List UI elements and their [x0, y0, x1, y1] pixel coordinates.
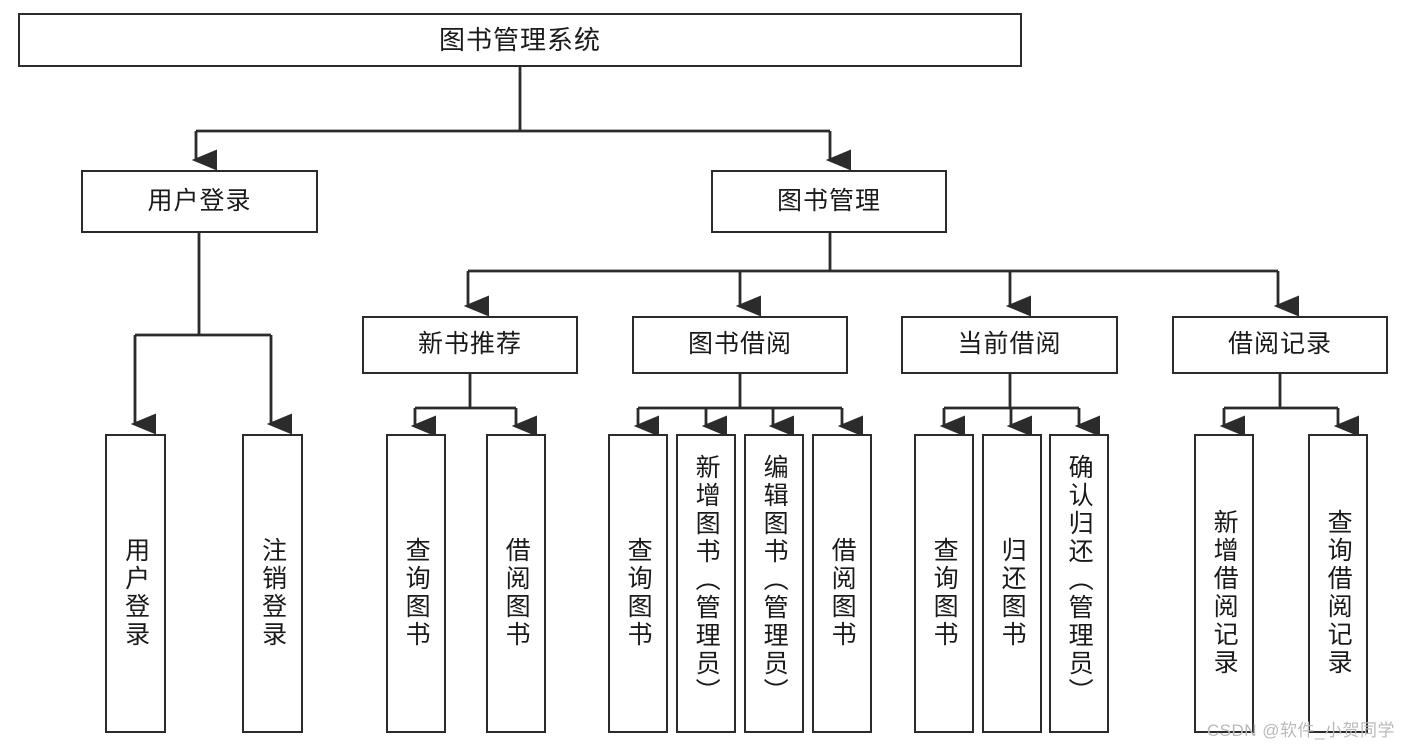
leaf-borrow-edit-book-admin[interactable]: 编辑图书（管理员）	[744, 434, 804, 733]
node-label: 查询借阅记录	[1324, 508, 1353, 677]
node-label: 当前借阅	[957, 330, 1062, 359]
node-book-borrow[interactable]: 图书借阅	[632, 316, 848, 374]
node-user-login[interactable]: 用户登录	[81, 170, 318, 233]
leaf-current-query-book[interactable]: 查询图书	[914, 434, 974, 733]
watermark-text: CSDN @软件_小贺同学	[1206, 721, 1395, 740]
node-label: 确认归还（管理员）	[1065, 454, 1094, 706]
node-borrow-record[interactable]: 借阅记录	[1172, 316, 1388, 374]
leaf-user-login-login[interactable]: 用户登录	[105, 434, 166, 733]
leaf-new-book-borrow[interactable]: 借阅图书	[486, 434, 546, 733]
node-new-book-recommend[interactable]: 新书推荐	[362, 316, 578, 374]
node-label: 查询图书	[402, 536, 431, 649]
leaf-borrow-add-book-admin[interactable]: 新增图书（管理员）	[676, 434, 736, 733]
node-label: 图书借阅	[687, 330, 792, 359]
node-label: 注销登录	[258, 536, 287, 649]
node-label: 图书管理	[776, 186, 881, 215]
node-label: 借阅记录	[1227, 330, 1332, 359]
node-label: 新书推荐	[417, 330, 522, 359]
leaf-new-book-query[interactable]: 查询图书	[386, 434, 446, 733]
node-label: 新增图书（管理员）	[692, 454, 721, 706]
node-label: 用户登录	[147, 186, 252, 215]
node-label: 借阅图书	[502, 536, 531, 649]
node-label: 用户登录	[121, 536, 150, 649]
leaf-record-add-record[interactable]: 新增借阅记录	[1194, 434, 1254, 733]
leaf-current-confirm-return-admin[interactable]: 确认归还（管理员）	[1049, 434, 1109, 733]
node-label: 查询图书	[930, 536, 959, 649]
node-root-system[interactable]: 图书管理系统	[18, 13, 1022, 67]
node-label: 新增借阅记录	[1210, 508, 1239, 677]
leaf-borrow-borrow-book[interactable]: 借阅图书	[812, 434, 872, 733]
node-current-borrow[interactable]: 当前借阅	[901, 316, 1118, 374]
leaf-current-return-book[interactable]: 归还图书	[982, 434, 1042, 733]
leaf-borrow-query-book[interactable]: 查询图书	[608, 434, 668, 733]
node-label: 编辑图书（管理员）	[760, 454, 789, 706]
node-label: 归还图书	[998, 536, 1027, 649]
node-label: 图书管理系统	[438, 24, 601, 55]
leaf-user-login-logout[interactable]: 注销登录	[242, 434, 303, 733]
node-label: 查询图书	[624, 536, 653, 649]
leaf-record-query-record[interactable]: 查询借阅记录	[1308, 434, 1368, 733]
node-book-management[interactable]: 图书管理	[711, 170, 947, 233]
node-label: 借阅图书	[828, 536, 857, 649]
